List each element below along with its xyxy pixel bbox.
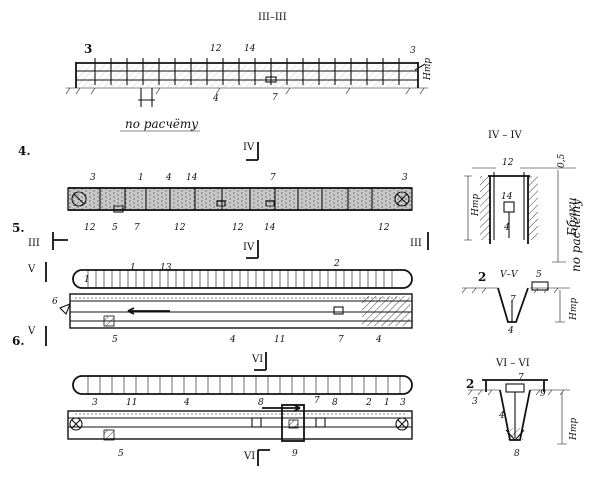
section-iv-iv: IV – IV 12 14 4 Нтр 0,5 Бблки по расчёту <box>464 130 583 272</box>
f4-callout-3l: 3 <box>90 173 96 183</box>
iv-dim-05: 0,5 <box>557 153 567 168</box>
cut-mark-iii-right: III <box>410 238 422 249</box>
section-title-iv: IV – IV <box>488 130 522 141</box>
fig-num-6: 6. <box>12 334 25 348</box>
cut-mark-v-left-a: V <box>27 264 36 275</box>
v-callout-5: 5 <box>536 270 542 280</box>
callout-12-top: 12 <box>210 44 222 54</box>
vi-callout-4: 4 <box>498 411 505 421</box>
f4-callout-5: 5 <box>112 223 118 233</box>
f4-callout-4: 4 <box>165 173 172 183</box>
f4-callout-12c: 12 <box>232 223 244 233</box>
v-callout-2: 2 <box>478 270 486 284</box>
f4-callout-12a: 12 <box>84 223 96 233</box>
f4-callout-1: 1 <box>138 173 144 183</box>
v-callout-7: 7 <box>510 295 516 305</box>
callout-3-left: 3 <box>84 42 92 56</box>
f4-callout-12b: 12 <box>174 223 186 233</box>
section-title-iii: III–III <box>258 12 287 23</box>
section-vi-vi: VI – VI 2 3 7 9 4 8 Нтр <box>466 358 579 459</box>
f4-callout-7b: 7 <box>134 223 140 233</box>
fig-num-4: 4. <box>18 144 31 158</box>
f6-callout-8b: 8 <box>332 398 338 408</box>
label-htr-top: Нтр <box>423 58 433 81</box>
f6-callout-8a: 8 <box>258 398 264 408</box>
f6-callout-5: 5 <box>118 449 124 459</box>
section-title-vi: VI – VI <box>495 358 530 369</box>
f6-callout-7: 7 <box>314 396 320 406</box>
v-callout-4: 4 <box>507 326 514 336</box>
label-by-calc: по расчёту <box>125 117 198 131</box>
iv-label-by-calc: по расчёту <box>569 199 583 272</box>
f6-callout-9: 9 <box>292 449 298 459</box>
f4-callout-14a: 14 <box>186 173 198 183</box>
f5-callout-4b: 4 <box>375 335 382 345</box>
cut-mark-iv-mid: IV <box>243 242 255 253</box>
figure-5: 5. III III IV V 1 1 13 2 6 5 4 11 7 4 V <box>12 221 429 346</box>
section-iii-iii: III–III 3 12 14 3 4 7 Нтр по расчёту <box>65 12 433 132</box>
f4-callout-14b: 14 <box>264 223 276 233</box>
f5-callout-11: 11 <box>274 335 285 345</box>
f4-callout-7a: 7 <box>270 173 276 183</box>
iv-callout-12: 12 <box>502 158 514 168</box>
callout-4-top: 4 <box>212 94 219 104</box>
section-title-v: V–V <box>500 270 519 280</box>
callout-7-top: 7 <box>272 93 278 103</box>
callout-3-right: 3 <box>410 46 416 56</box>
f5-callout-6: 6 <box>52 297 58 307</box>
iv-callout-14: 14 <box>501 192 513 202</box>
f6-callout-2: 2 <box>365 398 372 408</box>
vi-callout-9: 9 <box>540 389 546 399</box>
f6-callout-3r: 3 <box>400 398 406 408</box>
cut-mark-iv-top: IV <box>243 142 255 153</box>
v-label-htr: Нтр <box>569 298 579 321</box>
cut-mark-vi-top: VI <box>251 354 263 365</box>
f4-callout-12d: 12 <box>378 223 390 233</box>
vi-label-htr: Нтр <box>569 418 579 441</box>
f5-callout-1top: 1 <box>84 275 90 285</box>
iv-label-beam: Бблки <box>565 197 579 237</box>
f6-callout-4: 4 <box>183 398 190 408</box>
f6-callout-1: 1 <box>384 398 390 408</box>
callout-14-top: 14 <box>244 44 256 54</box>
f4-callout-3r: 3 <box>402 173 408 183</box>
figure-6: 6. VI 3 11 4 8 7 8 2 1 3 5 9 VI <box>12 334 413 466</box>
f5-callout-7: 7 <box>338 335 344 345</box>
f6-callout-3l: 3 <box>92 398 98 408</box>
f5-callout-1: 1 <box>130 263 136 273</box>
vi-callout-2: 2 <box>466 377 474 391</box>
vi-callout-3: 3 <box>472 397 478 407</box>
cut-mark-v-left-b: V <box>27 326 36 337</box>
cut-mark-iii-left: III <box>28 238 40 249</box>
f5-callout-13: 13 <box>160 263 172 273</box>
iv-label-htr: Нтр <box>471 194 481 217</box>
vi-callout-7: 7 <box>518 373 524 383</box>
fig-num-5: 5. <box>12 221 25 235</box>
f5-callout-5: 5 <box>112 335 118 345</box>
f5-callout-2: 2 <box>333 259 340 269</box>
vi-callout-8: 8 <box>514 449 520 459</box>
f6-callout-11: 11 <box>126 398 137 408</box>
figure-4: 4. IV 3 1 4 14 7 3 12 5 7 12 12 14 12 <box>18 142 413 233</box>
section-v-v: V–V 2 5 7 4 Нтр <box>461 270 579 336</box>
iv-callout-4: 4 <box>503 223 510 233</box>
cut-mark-vi-bottom: VI <box>243 451 255 462</box>
f5-callout-4a: 4 <box>229 335 236 345</box>
